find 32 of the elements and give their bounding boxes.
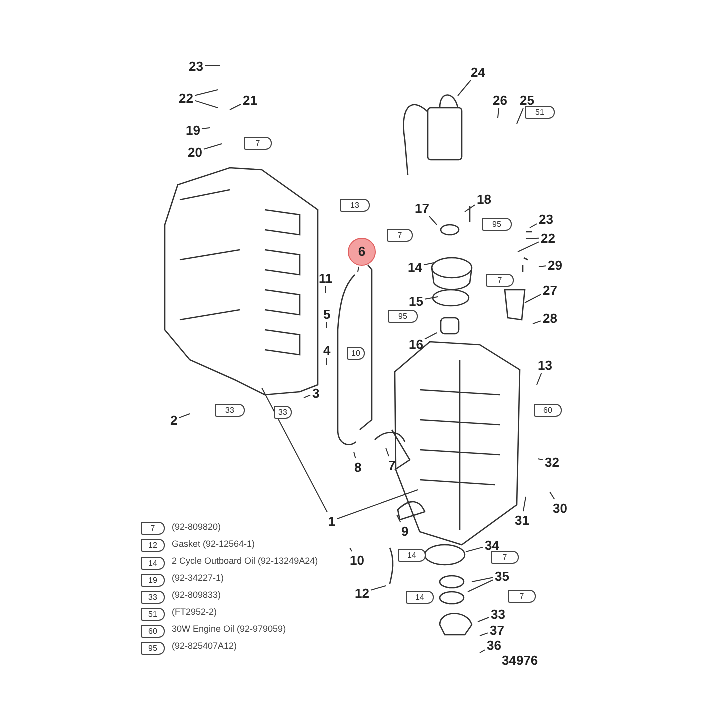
sealant-tube-label: 33 — [274, 406, 292, 418]
sealant-tube-label: 33 — [141, 590, 165, 604]
sealant-tube-label: 7 — [244, 136, 272, 150]
sealant-tube-label: 95 — [388, 310, 418, 322]
legend-text: (92-825407A12) — [172, 641, 238, 652]
legend-text: Gasket (92-12564-1) — [172, 539, 256, 550]
sealant-tube-label: 33 — [215, 404, 245, 416]
sealant-tube-label: 14 — [398, 548, 426, 562]
sealant-tube-label: 7 — [486, 274, 514, 286]
sealant-tube-label: 60 — [141, 624, 165, 638]
legend-text: 2 Cycle Outboard Oil (92-13249A24) — [172, 556, 318, 567]
sealant-tube-label: 7 — [491, 550, 519, 564]
legend-text: 30W Engine Oil (92-979059) — [172, 624, 286, 635]
sealant-tube-label: 51 — [525, 106, 555, 118]
legend-text: (FT2952-2) — [172, 607, 218, 618]
sealant-tube-label: 95 — [141, 642, 165, 654]
sealant-tube-label: 13 — [340, 198, 370, 212]
sealant-tube-label: 7 — [141, 522, 165, 534]
drawing-number: 34976 — [502, 652, 538, 668]
legend-text: (92-34227-1) — [172, 573, 224, 584]
sealant-tube-label: 14 — [141, 556, 165, 570]
sealant-tube-label: 10 — [347, 346, 365, 360]
legend-text: (92-809833) — [172, 590, 222, 601]
legend-text: (92-809820) — [172, 522, 222, 533]
sealant-tube-label: 12 — [141, 538, 165, 552]
sealant-tube-label: 7 — [508, 590, 536, 602]
sealant-tube-label: 60 — [534, 404, 562, 416]
sealant-tube-label: 14 — [406, 590, 434, 604]
sealant-tube-label: 51 — [141, 608, 165, 620]
sealant-tube-label: 19 — [141, 574, 165, 586]
sealant-tube-label: 7 — [387, 228, 413, 242]
sealant-tube-label: 95 — [482, 218, 512, 230]
